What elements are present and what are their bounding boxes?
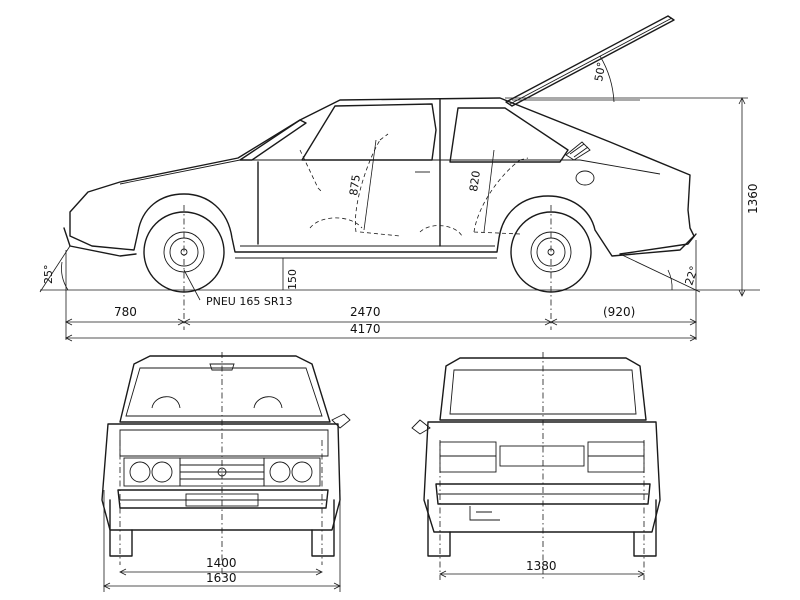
front-width-label: 1630	[206, 571, 237, 585]
beltline	[119, 159, 661, 185]
hatch-angle-label: 50°	[592, 61, 608, 82]
hood-edge	[119, 429, 329, 457]
front-view: 1400 1630	[101, 352, 351, 592]
height-arrows	[738, 97, 746, 297]
front-grille	[179, 457, 265, 487]
rear-view-bumper	[435, 483, 651, 505]
front-seat-dim-line	[363, 139, 377, 231]
front-bumper	[63, 227, 137, 257]
rear-view-body	[423, 421, 661, 533]
front-view-wheels	[109, 499, 335, 557]
rear-view-mirror	[209, 363, 235, 371]
front-track-arrows	[119, 568, 323, 576]
windscreen	[239, 119, 307, 161]
rear-seat-dim: 820	[467, 170, 483, 193]
opened-hatch	[505, 15, 675, 107]
front-view-body	[101, 423, 341, 531]
floor-seat-bases	[309, 217, 463, 237]
front-overhang-label: 780	[114, 305, 137, 319]
rear-seat-outline	[473, 157, 529, 235]
height-label: 1360	[746, 183, 760, 214]
approach-line	[39, 245, 71, 293]
rear-plate	[499, 445, 585, 467]
tyre-label: PNEU 165 SR13	[206, 295, 292, 308]
rear-overhang-label: (920)	[603, 305, 635, 319]
side-body-outline	[69, 97, 695, 257]
steering-wheel	[299, 149, 323, 193]
departure-arc	[667, 269, 673, 291]
front-seats-visible	[151, 396, 283, 409]
hatch-angle-arc	[599, 55, 615, 103]
rear-view-glasshouse	[439, 357, 647, 421]
side-view: 50° 875 820 1360 25° 22° 150 PNEU 165 SR…	[39, 15, 760, 342]
front-width-arrows	[103, 582, 341, 590]
front-seat-dim: 875	[347, 174, 363, 197]
overall-length-arrows	[65, 334, 697, 342]
wheelbase-label: 2470	[350, 305, 381, 319]
front-wing-mirror	[331, 413, 351, 429]
front-view-bumper	[117, 489, 329, 509]
rear-track-label: 1380	[526, 559, 557, 573]
rear-tail-lights	[439, 441, 645, 473]
front-seat-outline	[354, 133, 401, 237]
rear-side-window	[449, 107, 569, 163]
rear-bumper	[619, 233, 697, 255]
rear-view-wheels	[427, 499, 657, 557]
fuel-cap	[575, 170, 595, 186]
departure-line	[619, 253, 701, 293]
tyre-leader	[183, 269, 201, 301]
rear-view: 1380	[411, 352, 661, 580]
approach-angle-label: 25°	[42, 265, 55, 285]
rear-track-arrows	[439, 570, 645, 578]
rear-wing-mirror	[411, 419, 431, 435]
ground-clearance-label: 150	[286, 269, 299, 290]
exhaust-pipe	[469, 506, 500, 521]
front-view-glasshouse	[119, 355, 331, 423]
front-windscreen	[125, 367, 323, 417]
door-lines	[257, 99, 441, 247]
front-track-label: 1400	[206, 556, 237, 570]
departure-angle-label: 22°	[682, 264, 700, 287]
approach-arc	[61, 261, 69, 291]
length-arrows	[65, 318, 697, 326]
rear-vent	[565, 141, 591, 161]
rear-seat-dim-line	[483, 149, 495, 233]
rear-window	[449, 369, 637, 415]
overall-length-label: 4170	[350, 322, 381, 336]
front-side-window	[301, 103, 437, 161]
